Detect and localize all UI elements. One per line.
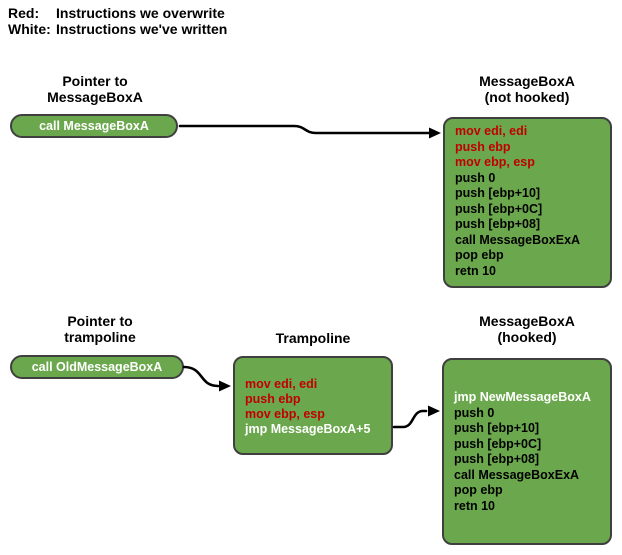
arrowhead-hooked [428,405,440,417]
arrow-call-to-not-hooked [178,124,431,135]
code-line: jmp NewMessageBoxA [454,390,591,404]
legend: Red: Instructions we overwrite White: In… [8,5,227,37]
code-line: call MessageBoxExA [455,232,581,247]
code-line: push 0 [455,170,496,185]
title-pointer-to-trampoline: Pointer to trampoline [64,313,136,345]
code-line: mov ebp, esp [455,155,535,169]
title-trampoline: Trampoline [275,330,351,346]
code-line: retn 10 [455,263,496,278]
legend-white-text: Instructions we've written [56,21,228,37]
legend-row-white: White: Instructions we've written [8,21,227,37]
arrow-trampoline-to-hooked [392,409,428,429]
code-line: push [ebp+10] [454,421,540,435]
code-line: push 0 [454,405,495,420]
code-line: push [ebp+0C] [454,436,542,451]
title-messageboxa-hooked: MessageBoxA (hooked) [479,313,575,345]
code-line: push ebp [455,139,511,154]
legend-white-label: White: [8,21,51,37]
legend-red-text: Instructions we overwrite [56,5,225,21]
code-line: push ebp [245,392,301,406]
legend-row-red: Red: Instructions we overwrite [8,5,227,21]
code-line: mov edi, edi [455,124,528,138]
code-line: mov ebp, esp [245,407,325,421]
code-line: push [ebp+0C] [455,201,543,216]
title-messageboxa-not-hooked: MessageBoxA (not hooked) [479,73,575,105]
pointer-trampoline-node: call OldMessageBoxA [10,355,184,379]
code-line: mov edi, edi [245,377,318,391]
code-line: pop ebp [454,483,503,497]
pointer-messageboxa-node: call MessageBoxA [10,114,178,138]
arrowhead-trampoline [219,380,231,392]
title-pointer-to-messageboxa: Pointer to MessageBoxA [47,73,143,105]
code-line: pop ebp [455,248,504,262]
code-line: jmp MessageBoxA+5 [245,422,371,436]
code-line: push [ebp+10] [455,186,541,200]
legend-red-label: Red: [8,5,40,21]
code-line: call MessageBoxExA [454,467,580,482]
arrow-call-to-trampoline [182,365,220,388]
arrowhead-not-hooked [429,127,441,139]
code-line: push [ebp+08] [455,217,541,231]
code-line: retn 10 [454,498,495,513]
code-line: push [ebp+08] [454,452,540,466]
